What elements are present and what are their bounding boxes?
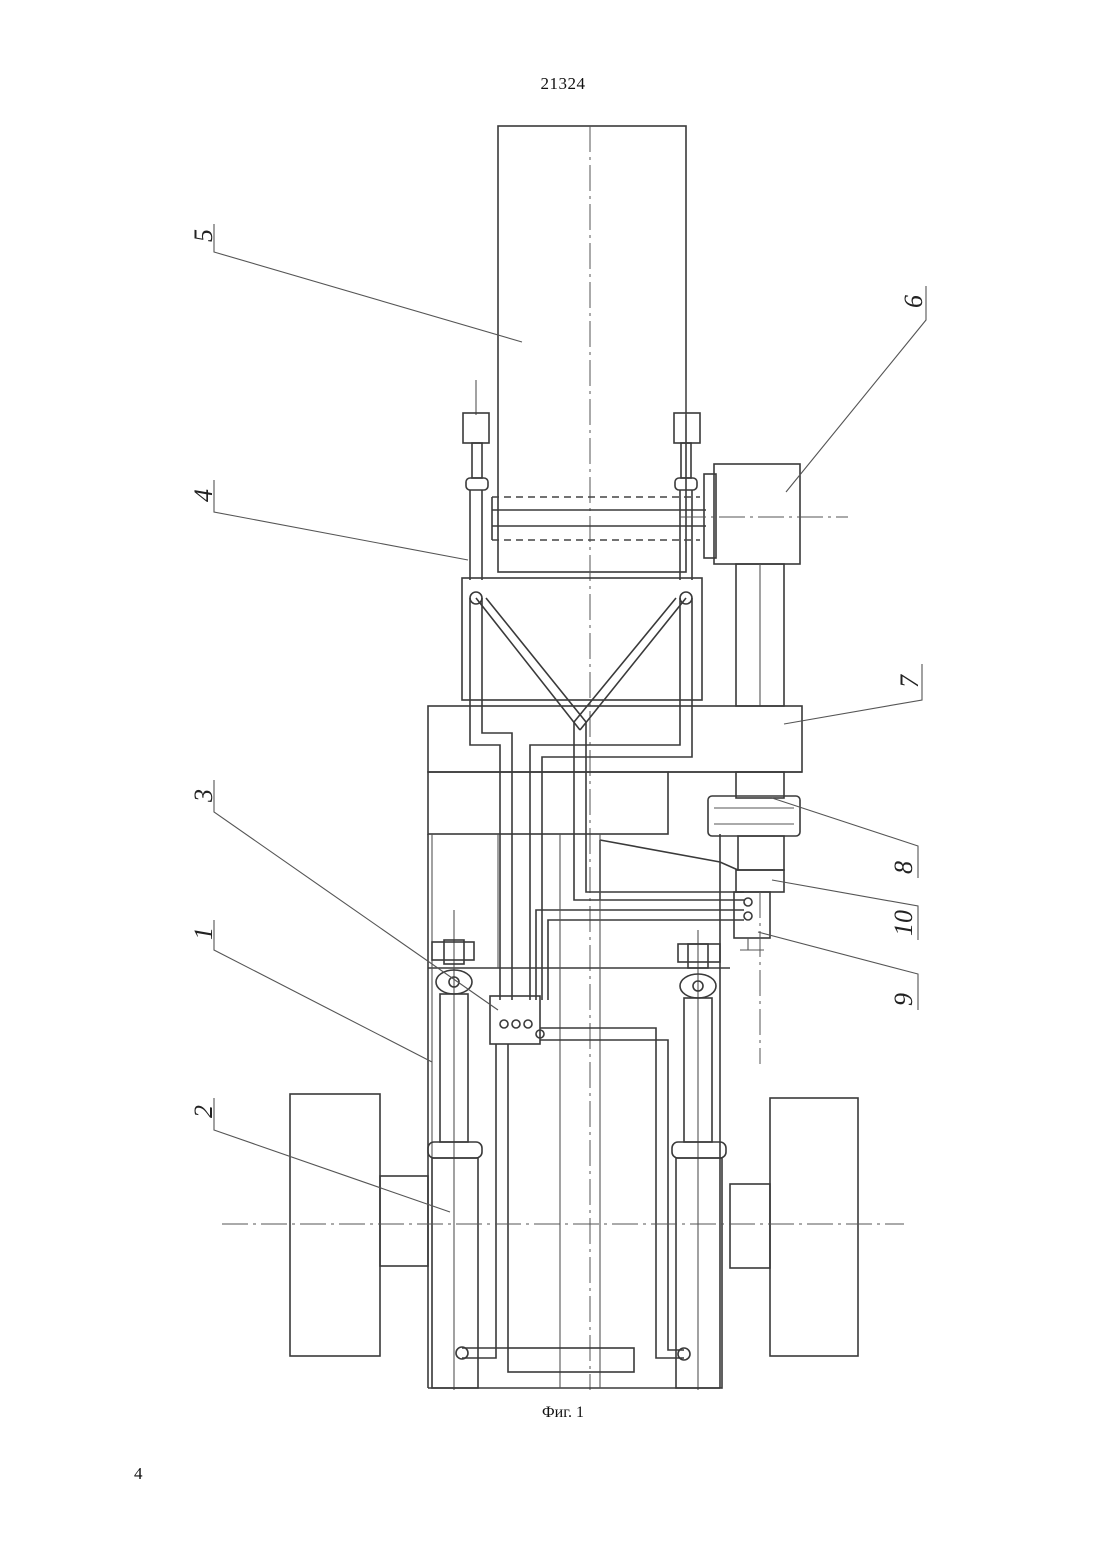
- callout-9: 9: [758, 932, 918, 1010]
- beam-part-7: [428, 598, 802, 1000]
- lever-part-10: [600, 840, 784, 900]
- callout-label-10: 10: [889, 910, 918, 936]
- lower-left-cylinder: [428, 910, 482, 1390]
- callout-4: 4: [189, 480, 468, 560]
- callout-label-9: 9: [889, 993, 918, 1006]
- figure-caption: Фиг. 1: [0, 1404, 1100, 1422]
- callout-7: 7: [784, 664, 924, 724]
- callout-6: 6: [786, 286, 928, 492]
- callout-10: 10: [772, 880, 918, 940]
- housing-part-6: [680, 464, 848, 706]
- valve-part-9: [536, 860, 770, 1064]
- lower-right-cylinder: [672, 930, 726, 1390]
- frame-part-4: [462, 578, 702, 870]
- callout-2: 2: [189, 1098, 450, 1212]
- coupling-part-8: [708, 772, 800, 870]
- callout-label-8: 8: [889, 861, 918, 874]
- left-wheel: [290, 1094, 428, 1356]
- callout-label-6: 6: [899, 295, 928, 308]
- boom-part-5: [492, 126, 706, 1390]
- callout-label-4: 4: [189, 489, 218, 502]
- callout-8: 8: [772, 798, 918, 878]
- distributor-part-3: [456, 996, 690, 1360]
- callout-5: 5: [189, 224, 522, 342]
- upper-right-cylinder: [674, 380, 700, 580]
- callout-label-7: 7: [895, 674, 924, 688]
- callout-3: 3: [189, 780, 498, 1010]
- callout-1: 1: [189, 920, 432, 1062]
- callout-label-5: 5: [189, 229, 218, 242]
- callout-label-2: 2: [189, 1105, 218, 1118]
- upper-left-cylinder: [463, 380, 489, 580]
- callout-label-3: 3: [189, 789, 218, 803]
- right-wheel: [730, 1098, 858, 1356]
- page-number: 4: [134, 1464, 143, 1484]
- callout-label-1: 1: [189, 927, 218, 940]
